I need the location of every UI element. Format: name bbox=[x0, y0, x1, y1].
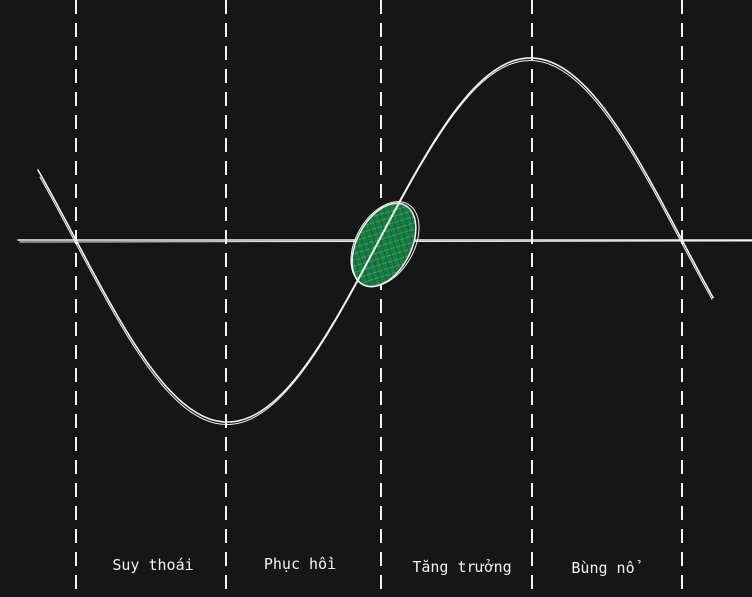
highlight-ellipse-icon bbox=[350, 201, 420, 288]
phase-label-suy-thoai: Suy thoái bbox=[112, 556, 193, 574]
phase-labels: Suy thoái Phục hồi Tăng trưởng Bùng nổ bbox=[112, 555, 641, 577]
phase-label-tang-truong: Tăng trưởng bbox=[412, 558, 511, 576]
phase-label-phuc-hoi: Phục hồi bbox=[264, 555, 336, 573]
cycle-curve bbox=[37, 57, 714, 425]
phase-label-bung-no: Bùng nổ bbox=[571, 559, 641, 577]
phase-dividers bbox=[75, 0, 683, 597]
